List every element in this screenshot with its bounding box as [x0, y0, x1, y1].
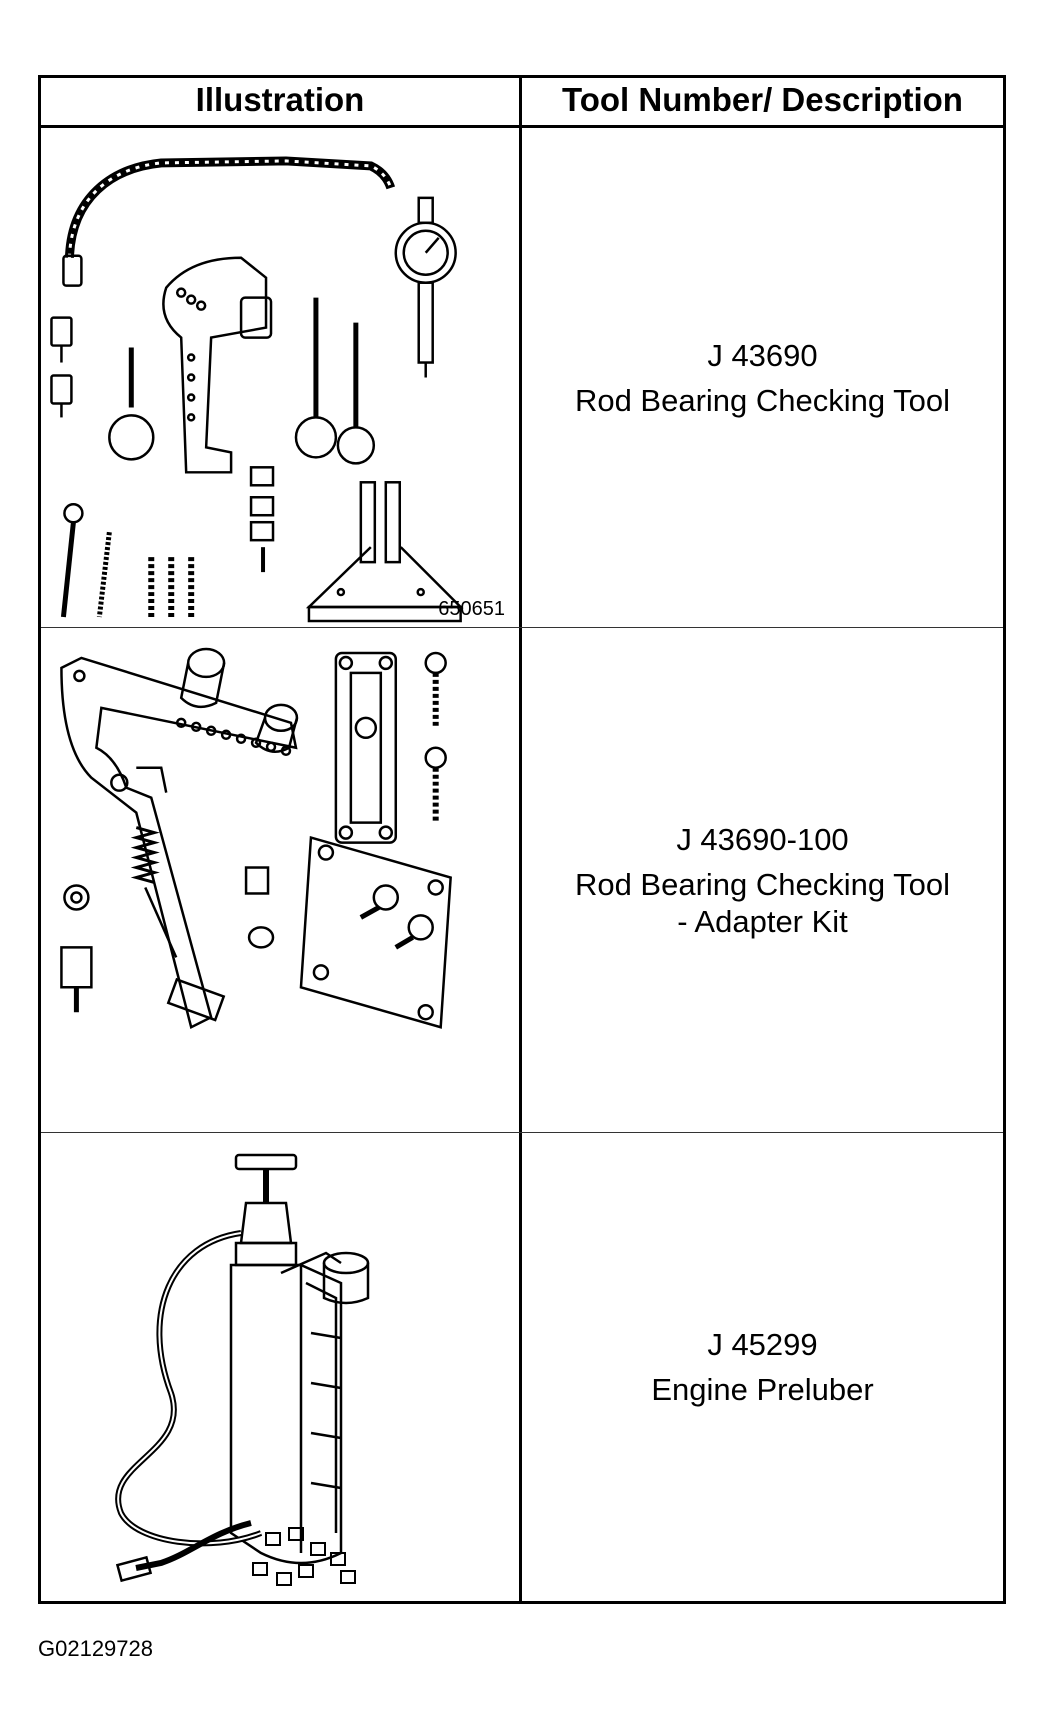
tool-description-line-2: - Adapter Kit: [677, 903, 848, 939]
adapter-kit-illustration: [41, 628, 519, 1132]
tool-description-cell: J 43690 Rod Bearing Checking Tool: [522, 128, 1003, 627]
tool-number: J 45299: [707, 1327, 818, 1362]
table-header-row: Illustration Tool Number/ Description: [41, 78, 1003, 128]
column-divider: [519, 78, 522, 1601]
engine-preluber-illustration: [41, 1133, 519, 1601]
tool-number: J 43690-100: [676, 821, 849, 857]
tool-description: Rod Bearing Checking Tool: [574, 382, 951, 418]
tool-description-cell: J 45299 Engine Preluber: [522, 1133, 1003, 1601]
document-code: G02129728: [38, 1636, 153, 1661]
tool-table: Illustration Tool Number/ Description: [38, 75, 1006, 1604]
header-tool-description: Tool Number/ Description: [562, 81, 963, 118]
tool-description-cell: J 43690-100 Rod Bearing Checking Tool - …: [522, 628, 1003, 1132]
tool-number: J 43690: [707, 337, 818, 373]
tool-description: Engine Preluber: [651, 1372, 874, 1407]
table-row: 650651 J 43690 Rod Bearing Checking Tool: [41, 128, 1003, 628]
figure-code: 650651: [438, 598, 505, 620]
table-row: J 43690-100 Rod Bearing Checking Tool - …: [41, 628, 1003, 1133]
table-row: J 45299 Engine Preluber: [41, 1133, 1003, 1601]
rod-bearing-checking-tool-illustration: 650651: [41, 128, 519, 627]
tool-description-line-1: Rod Bearing Checking Tool: [574, 866, 951, 902]
header-illustration: Illustration: [195, 81, 365, 118]
